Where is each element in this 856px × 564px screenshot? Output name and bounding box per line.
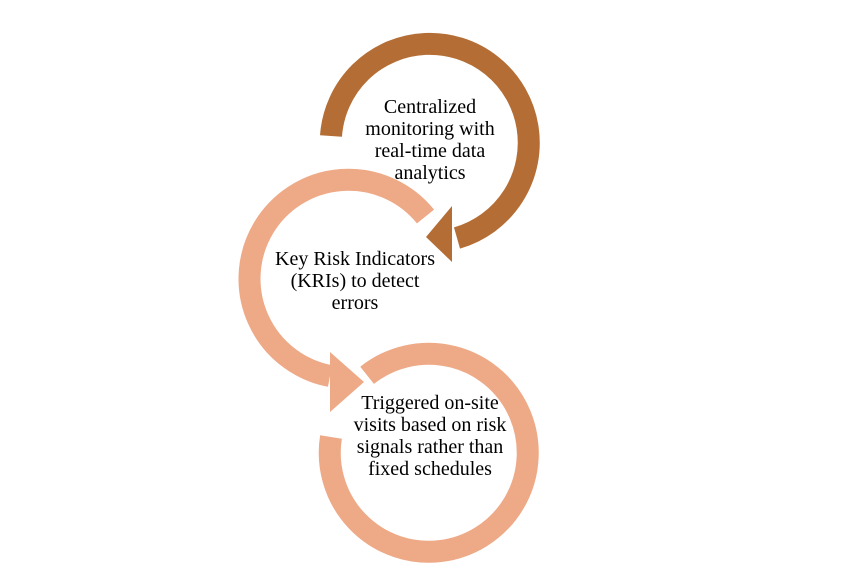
ring-2-arc <box>238 168 435 387</box>
node-1-label: Centralized monitoring with real-time da… <box>365 96 495 184</box>
ring-3-arc <box>318 342 539 563</box>
ring-1-arrowhead <box>426 206 452 262</box>
ring-2-arrowhead <box>330 352 364 412</box>
node-2-label: Key Risk Indicators (KRIs) to detect err… <box>275 248 435 314</box>
node-3-label: Triggered on-site visits based on risk s… <box>353 392 507 480</box>
ring-1-arc <box>320 32 540 249</box>
